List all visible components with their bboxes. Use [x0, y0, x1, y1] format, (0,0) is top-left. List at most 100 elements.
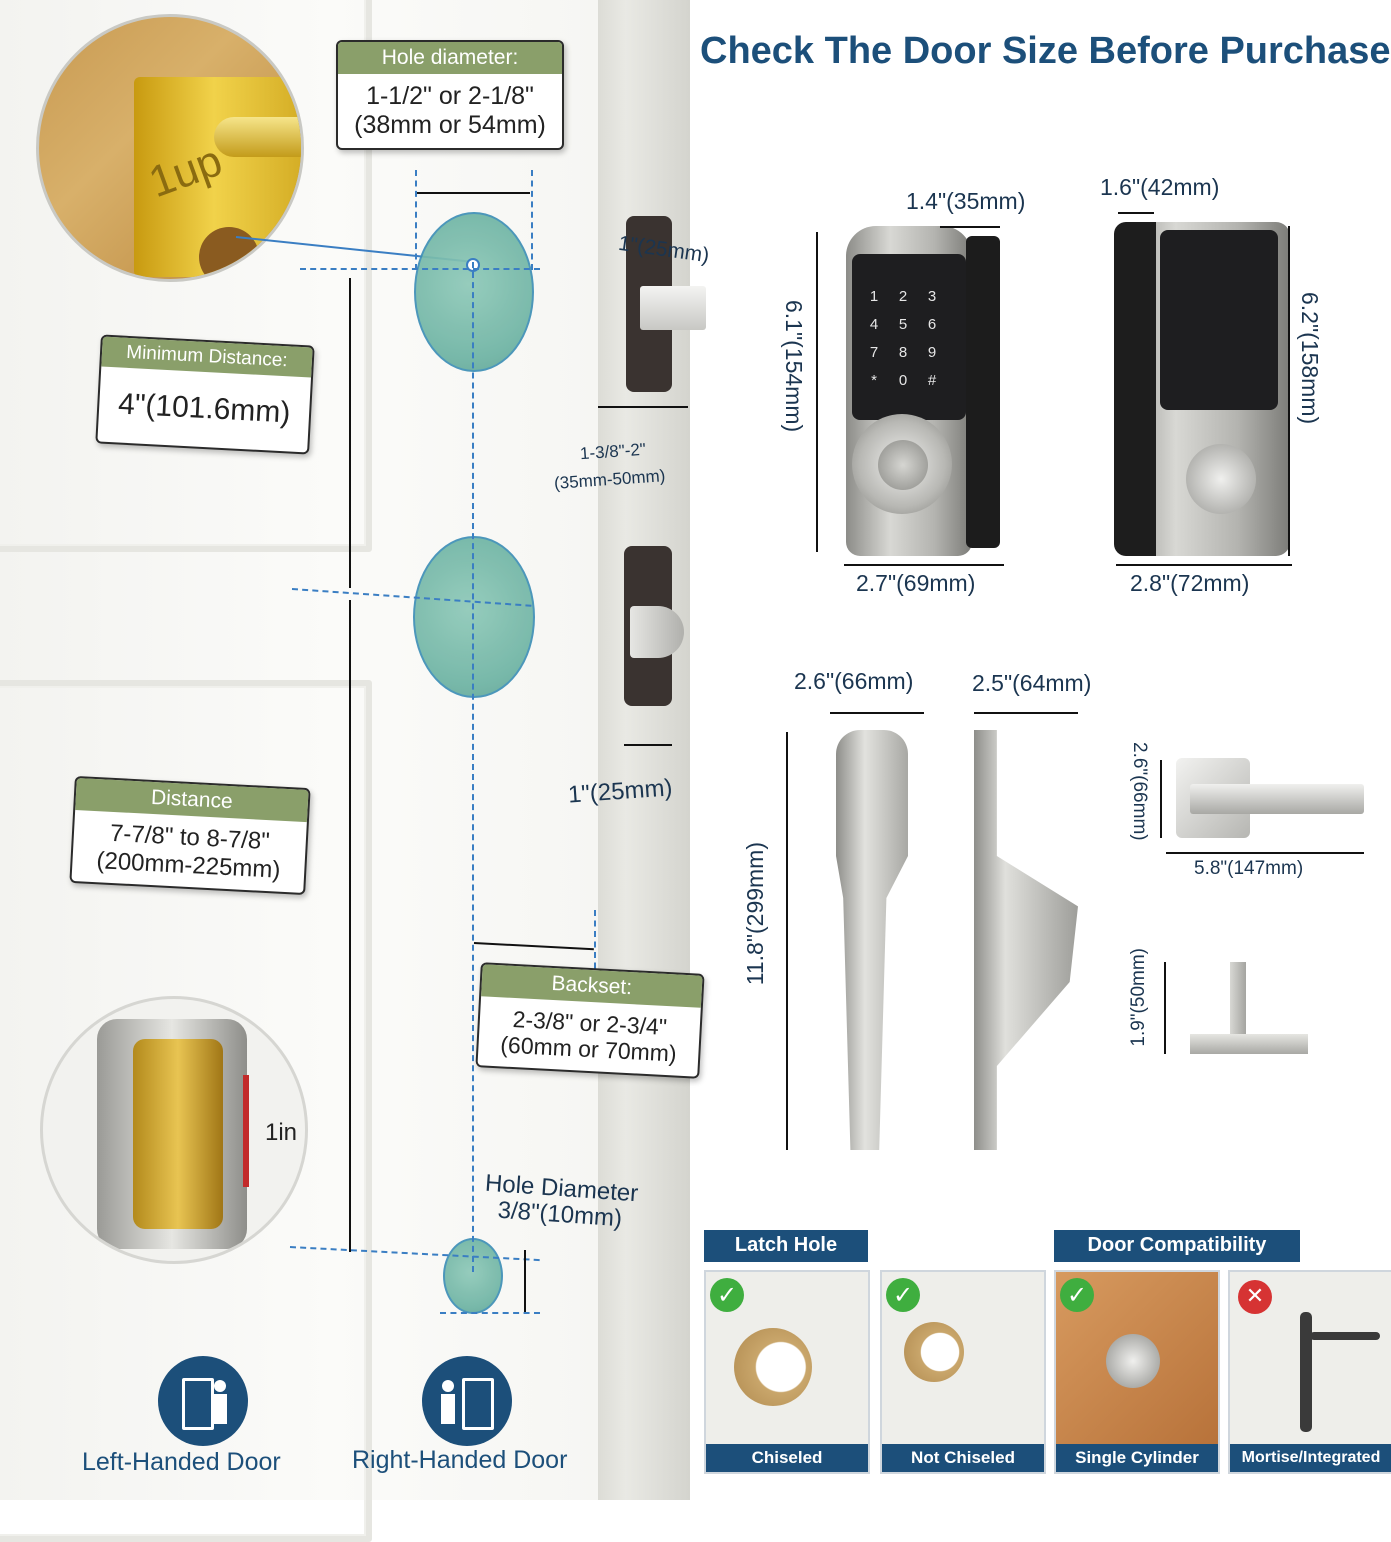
tile-chiseled: ✓ Chiseled — [704, 1270, 870, 1474]
small-hole-label: Hole Diameter 3/8"(10mm) — [482, 1170, 639, 1234]
guide-line — [300, 268, 540, 270]
keypad-key[interactable]: 9 — [927, 344, 937, 361]
handle-height: 11.8"(299mm) — [742, 842, 768, 986]
keypad-width: 2.7"(69mm) — [856, 570, 976, 596]
lever-height-arrow — [1160, 760, 1162, 838]
lever-base — [1190, 1034, 1308, 1054]
tile-caption: Chiseled — [706, 1444, 868, 1472]
mortise-lever — [1310, 1332, 1380, 1340]
door-upper-panel — [0, 0, 372, 552]
keypad-key[interactable]: 0 — [898, 372, 908, 389]
guide-line — [440, 1312, 540, 1314]
keypad-depth-arrow — [940, 226, 1000, 228]
keypad-key[interactable]: 8 — [898, 344, 908, 361]
lever-stem — [1230, 962, 1246, 1038]
keypad-side — [966, 236, 1000, 548]
check-icon: ✓ — [886, 1278, 920, 1312]
tab-door-compatibility[interactable]: Door Compatibility — [1054, 1230, 1300, 1262]
keypad-key[interactable]: 1 — [869, 288, 879, 305]
distance-card: Distance 7-7/8" to 8-7/8" (200mm-225mm) — [69, 775, 311, 896]
latch-hole-image — [734, 1328, 812, 1406]
interior-side — [1114, 222, 1156, 556]
latch-width-arrow — [598, 406, 688, 408]
tile-caption: Not Chiseled — [882, 1444, 1044, 1472]
bolt-gear-plate — [133, 1039, 223, 1229]
lever-height: 2.6"(66mm) — [1129, 742, 1150, 841]
keypad-panel — [852, 254, 966, 420]
right-handed-door-label: Right-Handed Door — [352, 1446, 568, 1474]
latch-hole-image — [904, 1322, 964, 1382]
latch-zoom-circle: 1up — [36, 14, 304, 282]
left-handed-door-label: Left-Handed Door — [82, 1448, 281, 1476]
check-icon: ✓ — [710, 1278, 744, 1312]
check-icon: ✓ — [1060, 1278, 1094, 1312]
cylinder-image — [1106, 1334, 1160, 1388]
keypad-key[interactable]: 6 — [927, 316, 937, 333]
interior-width-arrow — [1116, 564, 1292, 566]
keypad-key[interactable]: # — [927, 372, 937, 389]
keypad-key[interactable]: 5 — [898, 316, 908, 333]
deadbolt-bolt — [640, 286, 706, 330]
bolt-travel-label: 1in — [265, 1119, 298, 1146]
handle-side-width: 2.5"(64mm) — [972, 670, 1092, 696]
lever-depth: 1.9"(50mm) — [1128, 948, 1149, 1047]
x-icon: ✕ — [1238, 1280, 1272, 1314]
backset-card: Backset: 2-3/8" or 2-3/4" (60mm or 70mm) — [475, 962, 705, 1079]
door-outline — [462, 1378, 494, 1430]
guide-line — [594, 910, 596, 1000]
center-guide-line — [472, 262, 474, 1272]
keypad-height: 6.1"(154mm) — [781, 300, 807, 433]
minimum-distance-card: Minimum Distance: 4"(101.6mm) — [95, 334, 315, 455]
tile-not-chiseled: ✓ Not Chiseled — [880, 1270, 1046, 1474]
tab-latch-hole[interactable]: Latch Hole — [704, 1230, 868, 1262]
door-outline — [182, 1378, 214, 1430]
tile-mortise: ✕ Mortise/Integrated — [1228, 1270, 1391, 1474]
mortise-plate — [1300, 1312, 1312, 1432]
interior-depth-arrow — [1118, 212, 1154, 214]
interior-depth: 1.6"(42mm) — [1100, 174, 1220, 200]
distance-arrow — [349, 600, 351, 1252]
interior-width: 2.8"(72mm) — [1130, 570, 1250, 596]
right-handed-door-icon — [422, 1356, 512, 1446]
lever-length-arrow — [1166, 852, 1364, 854]
keypad-key[interactable]: 7 — [869, 344, 879, 361]
handle-front-width: 2.6"(66mm) — [794, 668, 914, 694]
latch-slot — [214, 117, 301, 157]
keypad-depth: 1.4"(35mm) — [906, 188, 1026, 214]
handle-hole — [413, 536, 535, 698]
hole-diameter-arrow — [416, 192, 530, 194]
left-handed-door-icon — [158, 1356, 248, 1446]
small-hole-arrow — [524, 1250, 526, 1312]
handle-front-width-arrow — [830, 712, 924, 714]
strike-width-arrow — [624, 744, 672, 746]
person-head — [214, 1380, 226, 1392]
lever-length: 5.8"(147mm) — [1194, 858, 1304, 879]
interior-height-arrow — [1288, 226, 1290, 556]
handle-height-arrow — [786, 732, 788, 1150]
person-body — [213, 1394, 227, 1424]
hole-diameter-card: Hole diameter: 1-1/2" or 2-1/8" (38mm or… — [336, 40, 564, 150]
bolt-zoom-circle: 1in — [40, 996, 308, 1264]
person-body — [441, 1394, 455, 1424]
minimum-distance-value: 4"(101.6mm) — [117, 387, 292, 430]
keypad-key[interactable]: * — [871, 372, 877, 389]
lever-depth-arrow — [1164, 962, 1166, 1054]
hole-diameter-line2: (38mm or 54mm) — [354, 110, 546, 139]
guide-line — [531, 170, 533, 270]
keypad-key[interactable]: 2 — [898, 288, 908, 305]
keypad-height-arrow — [816, 232, 818, 552]
hole-diameter-line1: 1-1/2" or 2-1/8" — [366, 82, 534, 110]
minimum-distance-arrow — [349, 278, 351, 588]
lever-handle — [1190, 784, 1364, 814]
tile-caption: Mortise/Integrated — [1230, 1444, 1391, 1472]
tile-single-cylinder: ✓ Single Cylinder — [1054, 1270, 1220, 1474]
tile-caption: Single Cylinder — [1056, 1444, 1218, 1472]
page-title: Check The Door Size Before Purchase — [700, 30, 1391, 72]
keypad-key[interactable]: 4 — [869, 316, 879, 333]
handle-latch-tongue — [630, 606, 684, 658]
hole-diameter-heading: Hole diameter: — [338, 42, 562, 74]
keypad-key[interactable]: 3 — [927, 288, 937, 305]
thumb-turn — [1186, 444, 1256, 514]
bolt-travel-arrow — [243, 1075, 249, 1187]
person-head — [442, 1380, 454, 1392]
